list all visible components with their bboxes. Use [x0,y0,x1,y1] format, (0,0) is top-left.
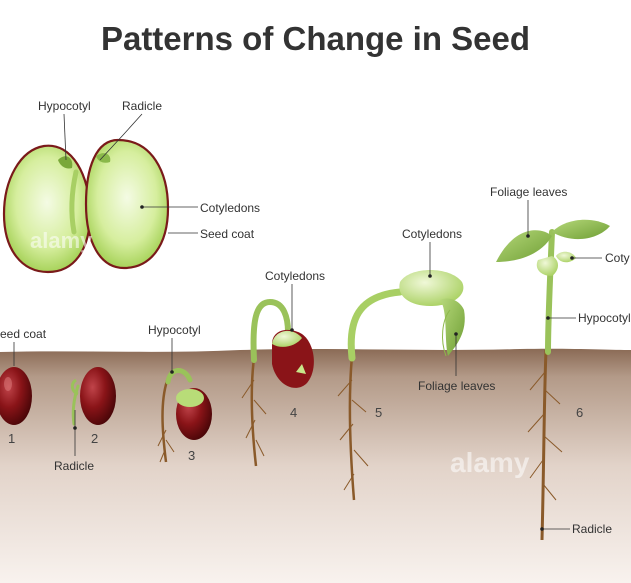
embryo-radicle [69,169,79,235]
labels: Hypocotyl Radicle Cotyledons Seed coat e… [0,99,631,536]
stage-3-seedling [157,368,212,463]
stage-4-seedling [241,298,314,467]
label-cotyledons-stage5: Cotyledons [402,227,462,241]
stage-numbers: 1 2 3 4 5 6 [8,405,583,463]
diagram-title: Patterns of Change in Seed [100,20,531,57]
right-cotyledon [84,138,170,270]
label-hypocotyl-stage3: Hypocotyl [148,323,201,337]
stage-2-seedling [70,367,116,426]
left-cotyledon [2,144,92,274]
watermarks: alamy alamy [30,228,530,478]
embryo-plumule [58,156,73,169]
label-cotyledons-stage4: Cotyledons [265,269,325,283]
watermark-text: alamy [450,447,530,478]
stage-number-6: 6 [576,405,583,420]
label-seed-coat-seed: Seed coat [200,227,255,241]
label-hypocotyl-stage6: Hypocotyl [578,311,631,325]
stage-1-seed [0,367,32,425]
soil-layer [0,348,631,583]
stage-number-1: 1 [8,431,15,446]
opened-seed-illustration [2,138,170,274]
stage-number-3: 3 [188,448,195,463]
label-foliage-leaves-stage6: Foliage leaves [490,185,567,199]
label-cotyledons-seed: Cotyledons [200,201,260,215]
label-radicle-stage2: Radicle [54,459,94,473]
label-radicle-seed: Radicle [122,99,162,113]
label-cotyledons-stage6: Coty [605,251,630,265]
label-foliage-leaves-stage5: Foliage leaves [418,379,495,393]
label-seed-coat-stage1: eed coat [0,327,47,341]
stage-6-plant [496,219,610,541]
label-radicle-stage6: Radicle [572,522,612,536]
watermark-text: alamy [30,228,93,253]
label-hypocotyl-seed: Hypocotyl [38,99,91,113]
stage-number-5: 5 [375,405,382,420]
stage-5-seedling [337,270,465,501]
stage-number-4: 4 [290,405,297,420]
stage-number-2: 2 [91,431,98,446]
